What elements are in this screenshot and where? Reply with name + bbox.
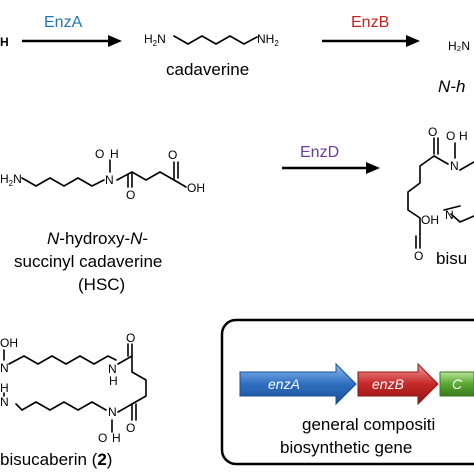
svg-text:C: C: [452, 376, 463, 392]
gene-cluster-caption-line1: general compositi: [302, 415, 435, 434]
cadaverine-label: cadaverine: [166, 60, 249, 79]
enzB-arrow: [322, 35, 420, 47]
bisucaberin-partial-structure: O N O H OH O N: [407, 125, 474, 263]
gene-arrow-enzB: enzB: [357, 362, 439, 406]
svg-text:O: O: [446, 129, 455, 143]
svg-text:enzA: enzA: [268, 376, 300, 392]
svg-text:H: H: [109, 374, 118, 388]
bisucaberin-label: bisucaberin (2): [0, 450, 112, 469]
svg-text:H2N: H2N: [144, 32, 166, 48]
enzA-label: EnzA: [44, 14, 83, 31]
bisucaberin-partial-label: bisu: [436, 249, 467, 268]
svg-text:O: O: [126, 331, 135, 345]
svg-text:O: O: [428, 125, 437, 139]
hsc-name-line1: N-hydroxy-N-: [47, 229, 148, 248]
svg-text:H: H: [459, 129, 468, 143]
svg-text:enzB: enzB: [372, 376, 404, 392]
enzA-arrow: [22, 35, 122, 47]
svg-text:N: N: [0, 361, 9, 375]
svg-text:O: O: [168, 148, 177, 162]
svg-text:H: H: [112, 431, 121, 445]
svg-text:O: O: [98, 431, 107, 445]
gene-arrow-enzA: enzA: [239, 362, 357, 406]
svg-text:NH2: NH2: [257, 32, 279, 48]
svg-text:H: H: [110, 147, 119, 161]
svg-text:O: O: [414, 249, 423, 263]
svg-text:O: O: [126, 421, 135, 435]
enzB-label: EnzB: [351, 14, 389, 31]
bisucaberin-structure: OH N N H O O N O H H N: [0, 331, 147, 445]
svg-text:N: N: [108, 362, 117, 376]
svg-text:H: H: [0, 381, 9, 395]
gene-cluster-caption-line2: biosynthetic gene: [280, 438, 412, 457]
svg-text:N: N: [108, 405, 117, 419]
gene-arrow-C: C: [439, 371, 474, 397]
hsc-name-line3: (HSC): [78, 275, 125, 294]
hsc-structure: H2N N O H O O OH: [0, 147, 205, 202]
svg-text:N: N: [445, 208, 454, 222]
cadaverine-structure: H2N NH2: [144, 32, 279, 48]
enzD-label: EnzD: [300, 144, 339, 161]
hsc-name-line2: succinyl cadaverine: [14, 252, 162, 271]
svg-text:OH: OH: [421, 213, 439, 227]
svg-text:O: O: [126, 188, 135, 202]
gene-cluster-panel: enzA enzB C general compositi biosynthet…: [220, 318, 474, 466]
nho-fragment: H₂N: [448, 39, 470, 53]
svg-text:N: N: [450, 159, 459, 173]
svg-text:N: N: [105, 173, 114, 187]
svg-text:N: N: [0, 395, 9, 409]
enzD-arrow: [282, 162, 380, 174]
svg-text:OH: OH: [187, 181, 205, 195]
reaction1-left-fragment: H: [0, 35, 9, 49]
svg-text:OH: OH: [0, 336, 18, 350]
svg-text:O: O: [95, 147, 104, 161]
svg-text:H2N: H2N: [0, 172, 22, 188]
n-hydroxy-partial-label: N-h: [438, 77, 465, 96]
